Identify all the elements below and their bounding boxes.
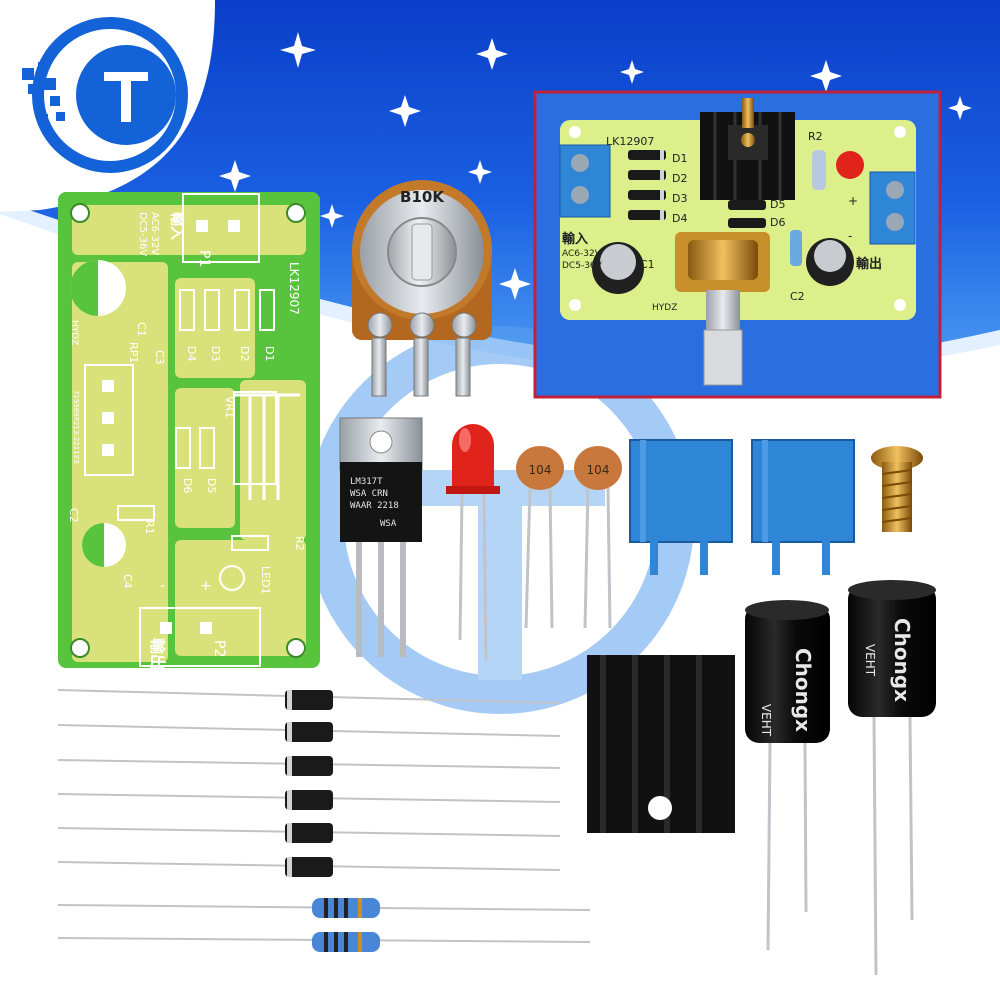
brand-logo-icon <box>0 0 215 212</box>
pcb-output-label: 輸出 <box>148 638 167 670</box>
pcb-ref-c2: C2 <box>67 508 80 523</box>
terminal-block-2 <box>751 439 855 575</box>
pcb-ref-c1: C1 <box>135 322 148 337</box>
diode-row <box>57 689 561 877</box>
pcb-input-spec-1: AC6-32V <box>149 212 160 255</box>
cap-1-brand: Chongx <box>791 648 815 732</box>
board-brand: HYDZ <box>652 303 677 313</box>
electrolytic-capacitor-1: Chongx VEHT <box>745 600 830 951</box>
diode <box>57 857 561 877</box>
bare-pcb: P1 P2 輸出 輸入 AC6-32V DC5-36V LK12907 C1 C… <box>58 192 320 670</box>
board-ref-c2: C2 <box>790 290 805 303</box>
diode <box>57 722 561 742</box>
ceramic-capacitor-2: 104 <box>574 446 622 629</box>
pcb-ref-vr1: VR1 <box>223 396 236 418</box>
regulator-line-1: LM317T <box>350 477 383 487</box>
resistor-1 <box>57 898 591 918</box>
pcb-ref-d3: D3 <box>209 346 222 361</box>
pcb-input-label: 輸入 <box>168 212 185 240</box>
pcb-ref-p1: P1 <box>196 250 212 267</box>
pcb-minus: - <box>160 578 165 594</box>
board-ref-d2: D2 <box>672 172 687 185</box>
pcb-ref-c4: C4 <box>121 574 134 589</box>
board-output-label: 輸出 <box>856 256 882 272</box>
cap-1-series: VEHT <box>759 704 773 737</box>
pcb-ref-r2: R2 <box>293 536 306 551</box>
potentiometer: B10K <box>352 180 492 397</box>
board-ref-r2: R2 <box>808 130 823 143</box>
cap-2-brand: Chongx <box>890 618 914 702</box>
diode <box>57 823 561 843</box>
pcb-ref-r1: R1 <box>143 520 156 535</box>
pcb-ref-d2: D2 <box>238 346 251 361</box>
pcb-brand: HYDZ <box>69 320 79 345</box>
pcb-serial: 719569P213-221123 <box>72 390 80 464</box>
resistor-2 <box>57 932 591 952</box>
ceramic-capacitor-1: 104 <box>516 446 564 629</box>
heatsink <box>587 655 735 833</box>
diode <box>57 689 561 710</box>
regulator-line-3: WAAR 2218 <box>350 501 399 511</box>
terminal-block-1 <box>629 439 733 575</box>
voltage-regulator: LM317T WSA CRN WAAR 2218 WSA <box>339 417 423 657</box>
brass-screw <box>871 446 923 532</box>
pcb-ref-d1: D1 <box>263 346 276 361</box>
pcb-ref-p2: P2 <box>211 640 227 657</box>
board-ref-d1: D1 <box>672 152 687 165</box>
ceramic-cap-1-label: 104 <box>529 463 552 477</box>
board-plus: + <box>848 194 858 208</box>
pcb-ref-rp1: RP1 <box>127 342 140 363</box>
cap-2-series: VEHT <box>863 644 877 677</box>
board-ref-d5: D5 <box>770 198 785 211</box>
red-led <box>446 424 500 661</box>
pcb-input-spec-2: DC5-36V <box>137 212 148 256</box>
board-ref-d4: D4 <box>672 212 687 225</box>
board-minus: - <box>848 229 852 243</box>
board-model: LK12907 <box>606 135 654 148</box>
board-spec-1: AC6-32V <box>562 249 602 259</box>
board-input-label: 輸入 <box>562 231 588 247</box>
board-ref-d6: D6 <box>770 216 785 229</box>
pcb-ref-d6: D6 <box>181 478 194 493</box>
board-ref-d3: D3 <box>672 192 687 205</box>
assembled-board-photo: LK12907 D1 D2 D3 D4 D5 D6 R2 C1 C2 輸入 AC… <box>533 90 942 399</box>
board-spec-2: DC5-36V <box>562 261 603 271</box>
pcb-ref-d5: D5 <box>205 478 218 493</box>
pcb-ref-c3: C3 <box>153 350 166 365</box>
ceramic-cap-2-label: 104 <box>587 463 610 477</box>
diode <box>57 790 561 810</box>
electrolytic-capacitor-2: Chongx VEHT <box>848 580 936 976</box>
pcb-plus: + <box>200 578 212 594</box>
board-ref-c1: C1 <box>640 258 655 271</box>
regulator-line-2: WSA CRN <box>350 489 388 499</box>
diode <box>57 756 561 776</box>
pcb-ref-d4: D4 <box>185 346 198 361</box>
pcb-ref-led1: LED1 <box>259 566 272 595</box>
regulator-line-4: WSA <box>380 519 397 529</box>
pot-label: B10K <box>400 188 445 206</box>
pcb-model: LK12907 <box>287 262 301 315</box>
